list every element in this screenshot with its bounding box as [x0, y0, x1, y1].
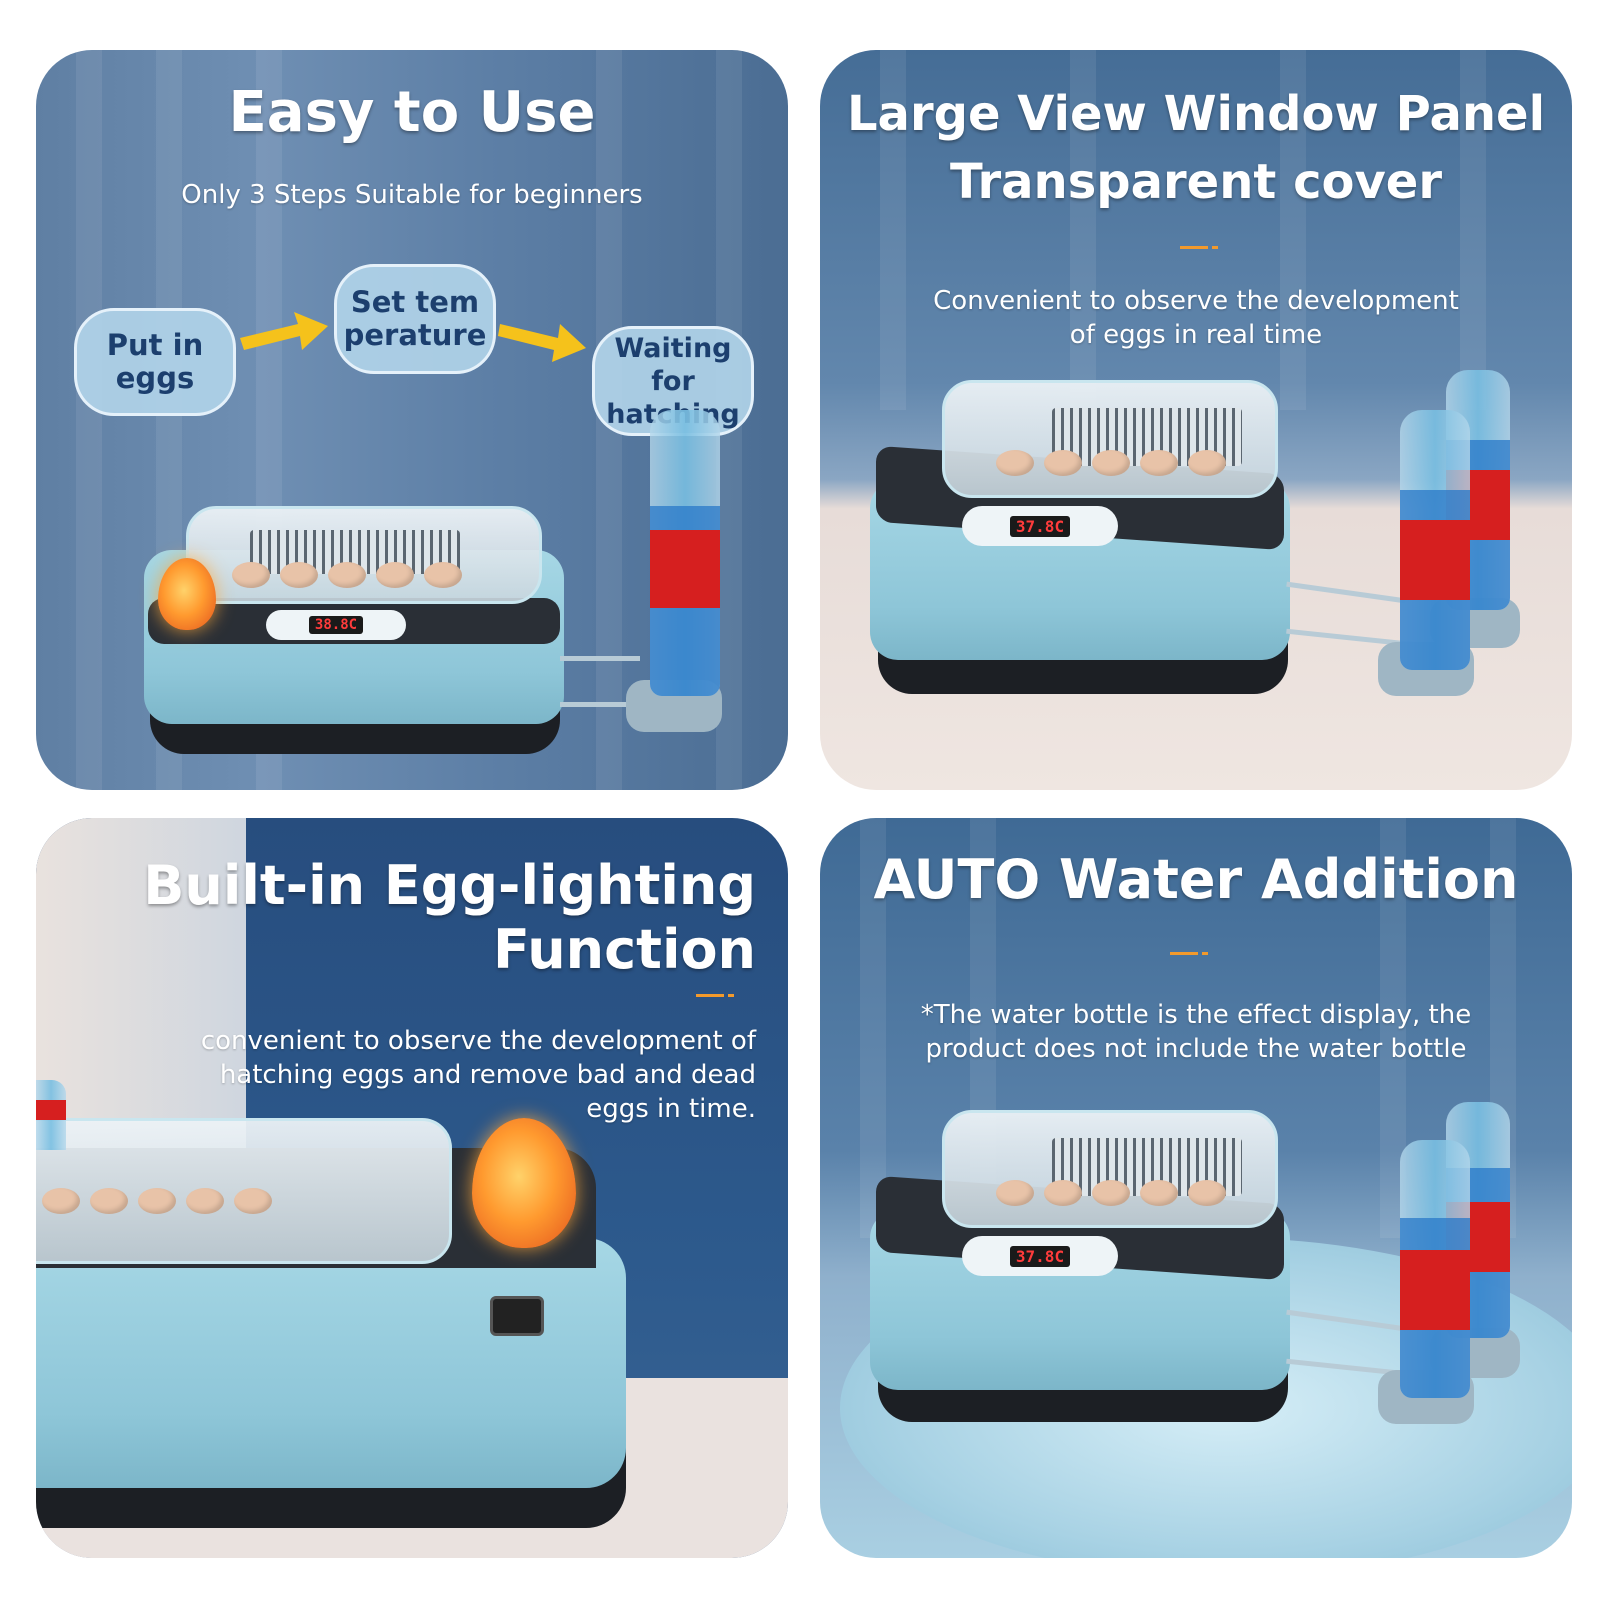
incubator-body [36, 1238, 626, 1488]
egg [1092, 1180, 1130, 1206]
panel-title: Built-in Egg-lighting Function [143, 854, 756, 982]
temperature-readout: 38.8C [308, 616, 364, 634]
egg [996, 450, 1034, 476]
candling-egg [158, 558, 216, 630]
control-display: 37.8C [962, 506, 1118, 546]
candling-egg [472, 1118, 576, 1248]
egg [328, 562, 366, 588]
subtitle-line2: hatching eggs and remove bad and dead [219, 1060, 756, 1090]
egg [1140, 450, 1178, 476]
panel-title: AUTO Water Addition [873, 848, 1519, 911]
panel-subtitle: *The water bottle is the effect display,… [820, 998, 1572, 1066]
egg-tray [42, 1188, 272, 1214]
panel-title: Large View Window Panel Transparent cove… [820, 80, 1572, 216]
step-label-line2: eggs [115, 361, 195, 395]
egg [186, 1188, 224, 1214]
subtitle-line3: eggs in time. [586, 1094, 756, 1124]
curtain-fold [880, 50, 906, 410]
egg-tray [996, 450, 1226, 476]
water-bottle-icon [1400, 1140, 1470, 1398]
subtitle-line1: Convenient to observe the development [933, 286, 1459, 316]
curtain-fold [860, 818, 886, 1238]
egg [424, 562, 462, 588]
egg [1188, 450, 1226, 476]
egg [280, 562, 318, 588]
panel-subtitle: convenient to observe the development of… [201, 1024, 756, 1126]
control-display: 38.8C [266, 610, 406, 640]
egg [1092, 450, 1130, 476]
subtitle-line1: convenient to observe the development of [200, 1026, 756, 1056]
egg [1188, 1180, 1226, 1206]
title-line2: Function [493, 918, 756, 981]
panel-large-view-window: Large View Window Panel Transparent cove… [820, 50, 1572, 790]
accent-divider [1170, 952, 1208, 955]
curtain-fold [1460, 50, 1486, 410]
egg [376, 562, 414, 588]
panel-egg-lighting: Built-in Egg-lighting Function convenien… [36, 818, 788, 1558]
egg [234, 1188, 272, 1214]
subtitle-line2: product does not include the water bottl… [925, 1034, 1467, 1064]
panel-easy-to-use: Easy to Use Only 3 Steps Suitable for be… [36, 50, 788, 790]
accent-divider [1180, 246, 1218, 249]
egg [42, 1188, 80, 1214]
curtain-fold [76, 50, 102, 790]
power-socket [490, 1296, 544, 1336]
water-bottle-icon [36, 1080, 66, 1150]
panel-title: Easy to Use [228, 80, 596, 145]
accent-divider [696, 994, 734, 997]
water-bottle-icon [650, 410, 720, 696]
step-label-line2: perature [343, 318, 487, 352]
egg-tray [232, 562, 462, 588]
panel-subtitle: Convenient to observe the development of… [820, 284, 1572, 352]
egg [1140, 1180, 1178, 1206]
step-label-line1: Waiting for [614, 332, 732, 397]
arrow-icon [498, 324, 586, 362]
curtain-fold [1280, 50, 1306, 410]
water-pipe [1286, 581, 1406, 604]
water-bottle-icon [1400, 410, 1470, 670]
temperature-readout: 37.8C [1009, 515, 1071, 537]
water-pipe [560, 702, 640, 707]
step-label-line1: Set tem [350, 285, 480, 319]
egg [1044, 450, 1082, 476]
egg-tray [996, 1180, 1226, 1206]
egg [996, 1180, 1034, 1206]
egg [232, 562, 270, 588]
curtain-fold [1070, 50, 1096, 410]
egg [90, 1188, 128, 1214]
panel-subtitle: Only 3 Steps Suitable for beginners [181, 180, 643, 210]
title-line1: Large View Window Panel [846, 86, 1546, 142]
step-label-line1: Put in [106, 328, 204, 362]
panel-auto-water-addition: AUTO Water Addition *The water bottle is… [820, 818, 1572, 1558]
egg [1044, 1180, 1082, 1206]
title-line2: Transparent cover [949, 154, 1443, 210]
title-line1: Built-in Egg-lighting [143, 854, 756, 917]
arrow-icon [240, 312, 328, 350]
control-display: 37.8C [962, 1236, 1118, 1276]
subtitle-line1: *The water bottle is the effect display,… [920, 1000, 1472, 1030]
temperature-readout: 37.8C [1009, 1245, 1071, 1267]
egg [138, 1188, 176, 1214]
subtitle-line2: of eggs in real time [1069, 320, 1323, 350]
water-pipe [560, 656, 640, 661]
